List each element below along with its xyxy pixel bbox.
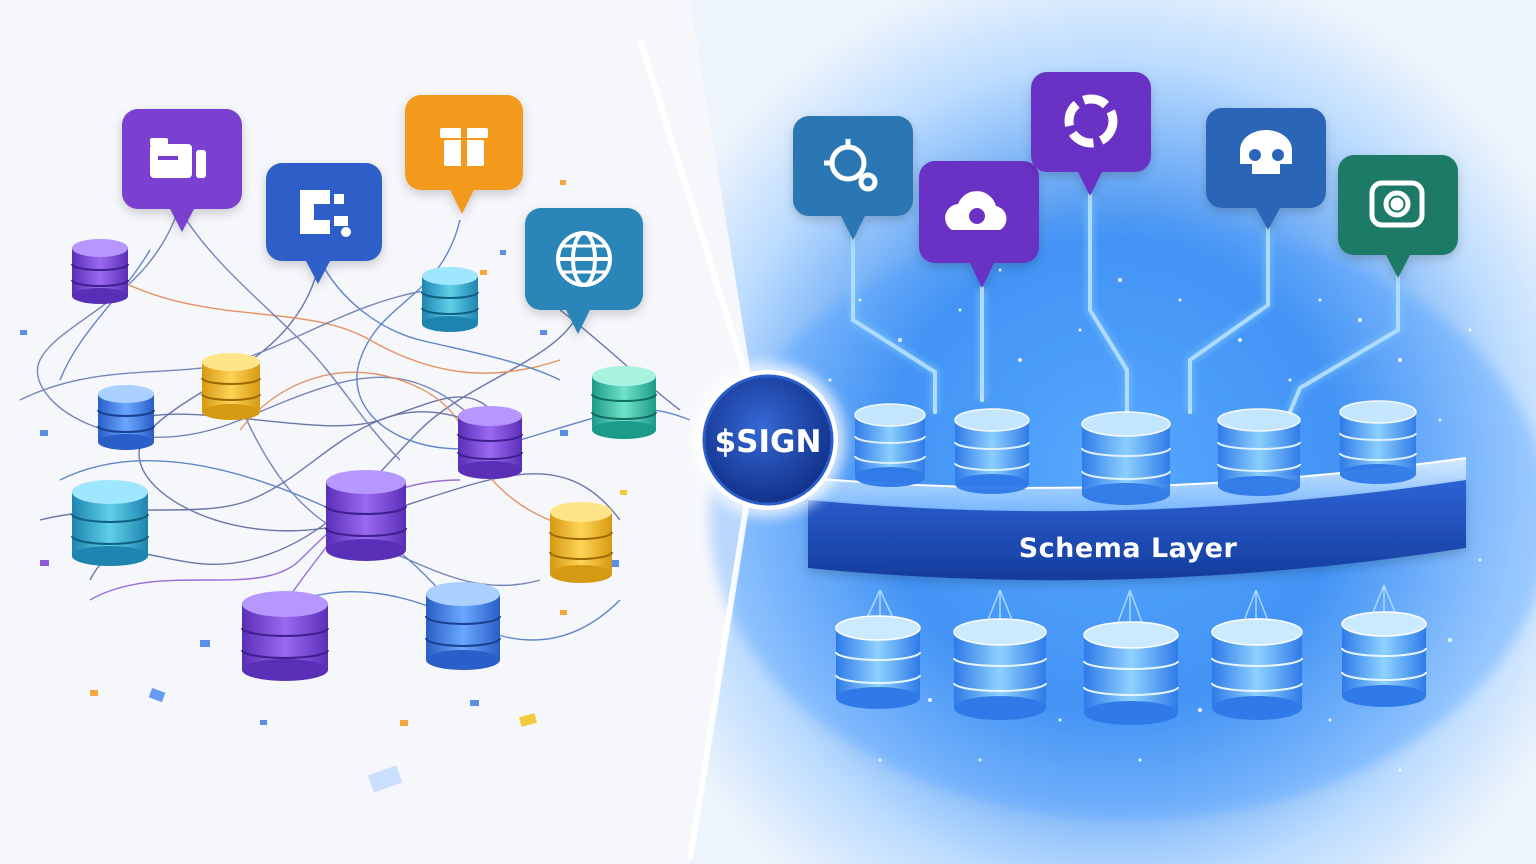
storage-db-5 (1341, 611, 1427, 707)
database-purple-2 (457, 406, 523, 479)
puzzle-icon (300, 190, 351, 237)
gift-icon (440, 128, 488, 166)
right-app-icons (793, 72, 1458, 288)
lens-icon (1369, 180, 1425, 228)
app-card-search-gear (793, 116, 913, 240)
database-gold-1 (201, 353, 261, 420)
database-blue-2 (425, 582, 501, 670)
schema-db-5 (1339, 400, 1417, 484)
globe-icon (556, 231, 612, 287)
storage-db-2 (953, 618, 1047, 720)
app-card-ring (1031, 72, 1151, 196)
database-teal-2 (71, 480, 149, 566)
schema-bottom-databases (835, 611, 1427, 725)
storage-db-4 (1211, 618, 1303, 720)
app-card-puzzle (266, 163, 382, 284)
storage-db-1 (835, 615, 921, 709)
database-teal-1 (421, 267, 479, 332)
storage-db-3 (1083, 621, 1179, 725)
database-purple-1 (71, 239, 129, 304)
schema-db-4 (1217, 408, 1301, 496)
schema-db-1 (854, 403, 926, 487)
search-gear-icon (824, 139, 878, 192)
database-purple-4 (241, 591, 329, 681)
connector-glow (848, 195, 1403, 414)
sign-hub-label: $SIGN (715, 424, 822, 460)
database-purple-3 (325, 470, 407, 561)
database-gold-2 (549, 502, 613, 583)
database-green-1 (591, 366, 657, 439)
schema-top-databases (854, 400, 1417, 505)
folder-icon (150, 138, 206, 178)
sparkle-field (818, 268, 1482, 772)
skull-icon (1240, 130, 1292, 174)
schema-db-3 (1081, 411, 1171, 505)
database-blue-1 (97, 385, 155, 450)
schema-db-2 (954, 408, 1030, 494)
schema-layer-label: Schema Layer (1019, 533, 1238, 564)
left-database-cluster (71, 239, 657, 681)
ring-icon (1064, 94, 1118, 148)
cloud-icon (945, 191, 1007, 230)
left-app-icons (122, 95, 643, 334)
sign-hub (690, 362, 846, 518)
